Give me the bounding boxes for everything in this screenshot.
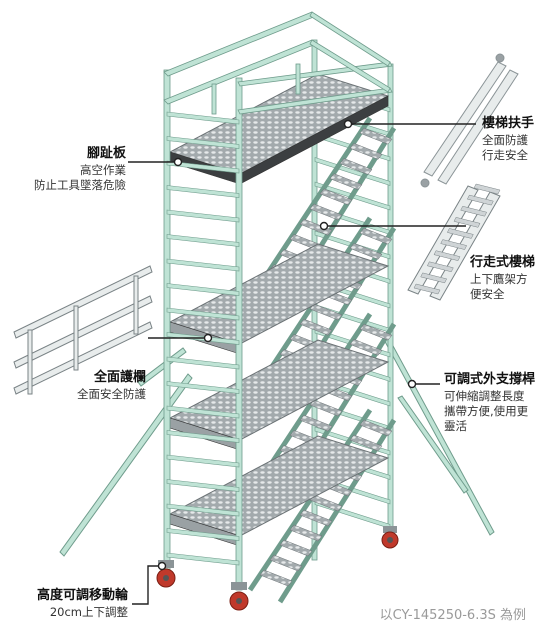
stair-stringer [277,418,397,604]
label-caster: 高度可調移動輪 20cm上下調整 [0,588,128,620]
label-handrail: 樓梯扶手 全面防護 行走安全 [482,116,534,163]
mini-stair-step [440,239,468,250]
stair-tread [349,243,383,260]
leader-lines [128,119,476,605]
stair-tread [359,323,393,341]
stair-tread [279,539,313,557]
caster-front-right [229,582,249,611]
label-desc-line: 行走安全 [482,147,528,162]
front-rung [166,381,240,394]
front-rung [166,185,240,198]
stair-tread [299,218,333,236]
front-rung [166,111,240,125]
stair-tread [359,127,393,145]
stair-tread [329,173,363,190]
label-toeboard: 腳趾板 高空作業 防止工具墜落危險 [0,146,126,193]
label-desc-line: 防止工具墜落危險 [34,177,126,192]
front-rung [166,552,240,566]
front-rung [166,209,240,223]
front-rung [166,356,240,370]
stair-tread [269,554,303,572]
label-desc-line: 上下鷹架方 [470,271,528,286]
front-rung [166,234,240,247]
front-rungs [166,111,240,566]
label-desc-line: 全面防護 [482,132,528,147]
label-title: 行走式樓梯 [470,255,536,270]
stair-tread [359,227,393,245]
mini-stair-step [453,217,481,228]
outrigger-right [381,332,495,536]
label-title: 可調式外支撐桿 [444,372,536,387]
label-desc-line: 可伸縮調整長度 [444,388,525,403]
caster-wheels [156,526,399,611]
label-desc-line: 攜帶方便,使用更 [444,403,529,418]
handrail-illustration [420,53,519,188]
stair-tread [319,188,353,206]
stair-tread [339,158,373,175]
front-rung [166,160,240,174]
mini-stair-step [413,283,441,295]
stair-tread [259,569,293,587]
front-rung [166,528,240,541]
label-walk-stair: 行走式樓梯 上下鷹架方 便安全 [470,255,535,302]
mini-stair-step [420,272,448,284]
front-rung [166,136,240,149]
stair-tread [349,339,383,356]
label-title: 腳趾板 [86,146,126,161]
stair-tread [359,419,393,437]
stair-tread [299,509,333,527]
front-rung [166,430,240,443]
front-rung [166,405,240,419]
label-desc-line: 靈活 [444,418,467,433]
label-desc-line: 便安全 [470,286,505,301]
stair-tread [309,203,343,221]
label-outrigger: 可調式外支撐桿 可伸縮調整長度 攜帶方便,使用更 靈活 [444,372,548,434]
stair-tread [299,318,333,336]
top-guardrail [163,11,393,115]
label-title: 高度可調移動輪 [36,588,128,603]
stair-tread [289,524,323,542]
stair-tread [349,143,383,160]
stair-tread [349,434,383,452]
stair-tread [299,414,333,432]
caster-front-left [156,560,176,588]
label-title: 全面護欄 [93,370,146,385]
guardrail-illustration [13,265,153,395]
stair-illustration [407,183,501,301]
front-rung [166,479,240,492]
mini-stair-step [426,261,454,273]
label-desc-line: 全面安全防護 [77,386,146,401]
mini-stair-step [446,228,474,239]
label-guardrail: 全面護欄 全面安全防護 [0,370,146,402]
front-rung [166,258,240,272]
label-desc-line: 高空作業 [80,162,126,177]
caster-back-right [381,526,399,549]
front-rung [166,454,240,468]
mini-stair-step [473,183,501,195]
front-rung [166,307,240,321]
mini-stair-step [433,250,461,261]
front-rung [166,503,240,517]
mini-stair-step [466,194,494,206]
front-rung [166,283,240,296]
mini-stair-step [460,205,488,217]
model-caption: 以CY-145250-6.3S 為例 [379,608,526,623]
label-title: 樓梯扶手 [482,116,535,131]
label-desc-line: 20cm上下調整 [49,604,128,619]
